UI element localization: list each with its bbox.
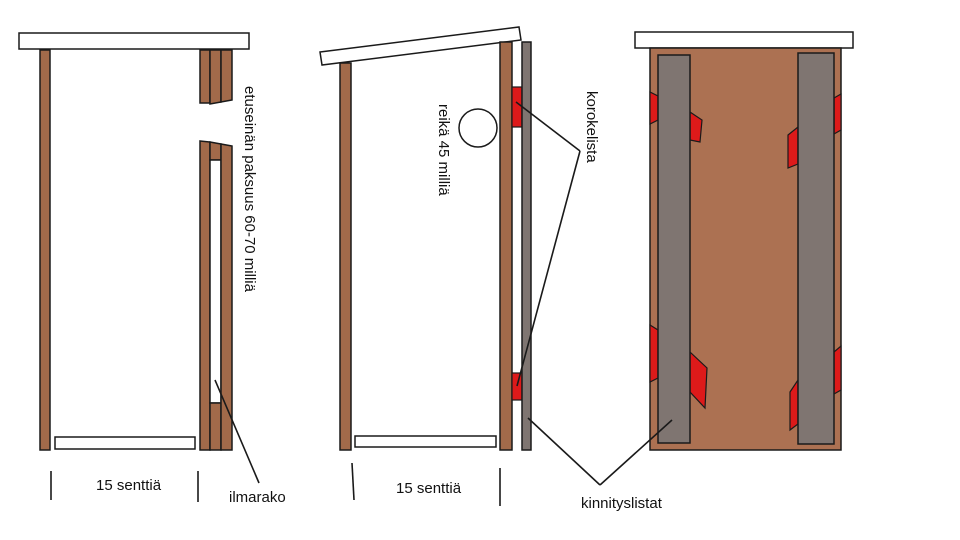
back-wall xyxy=(339,62,352,451)
spacer-block xyxy=(833,92,842,136)
front-wall-lower-outer xyxy=(220,143,233,451)
spacer-block xyxy=(649,91,659,125)
floor-board xyxy=(54,436,196,450)
spacer-leader-bottom xyxy=(516,150,581,387)
left-side-view: etuseinän paksuus 60-70 milliä 15 sentti… xyxy=(18,32,286,506)
spacer-leader-top xyxy=(515,101,581,152)
front-wall-upper-middle xyxy=(209,49,222,105)
floor-board xyxy=(354,435,497,448)
spacer-strip-label: korokelista xyxy=(583,91,600,163)
mounting-strips-leader-middle xyxy=(527,417,601,486)
air-gap-leader xyxy=(214,379,260,484)
middle-side-view: reikä 45 milliä korokelista 15 senttiä xyxy=(319,26,600,506)
spacer-block xyxy=(787,125,799,169)
spacer-strip-top xyxy=(511,86,523,128)
spacer-block xyxy=(833,344,842,396)
front-wall-thickness-label: etuseinän paksuus 60-70 milliä xyxy=(241,86,258,293)
back-wall xyxy=(39,49,51,451)
entrance-hole xyxy=(458,108,498,148)
roof-board xyxy=(18,32,250,50)
spacer-block xyxy=(649,323,659,383)
spacer-strip-bottom xyxy=(511,372,523,401)
width-label-middle: 15 senttiä xyxy=(396,480,462,497)
front-wall-lower-middle-top xyxy=(209,141,222,161)
air-gap-channel xyxy=(209,159,222,404)
mounting-strip-left xyxy=(657,54,691,444)
roof-board xyxy=(634,31,854,49)
front-wall-upper-inner xyxy=(199,49,211,104)
air-gap-label: ilmarako xyxy=(229,489,286,506)
sloped-roof-board xyxy=(319,26,522,66)
front-wall xyxy=(499,41,513,451)
mounting-strips-leader-right xyxy=(599,419,673,486)
mounting-strips-label: kinnityslistat xyxy=(581,495,663,512)
front-wall-lower-middle-bottom xyxy=(209,402,222,451)
hole-label: reikä 45 milliä xyxy=(435,104,452,196)
mounting-strip-side xyxy=(521,41,532,451)
right-back-view: kinnityslistat xyxy=(527,31,854,512)
front-wall-lower-inner xyxy=(199,140,211,451)
front-wall-upper-outer xyxy=(220,49,233,103)
width-label-left: 15 senttiä xyxy=(96,477,162,494)
dimension-tick-left xyxy=(351,462,355,501)
mounting-strip-right xyxy=(797,52,835,445)
